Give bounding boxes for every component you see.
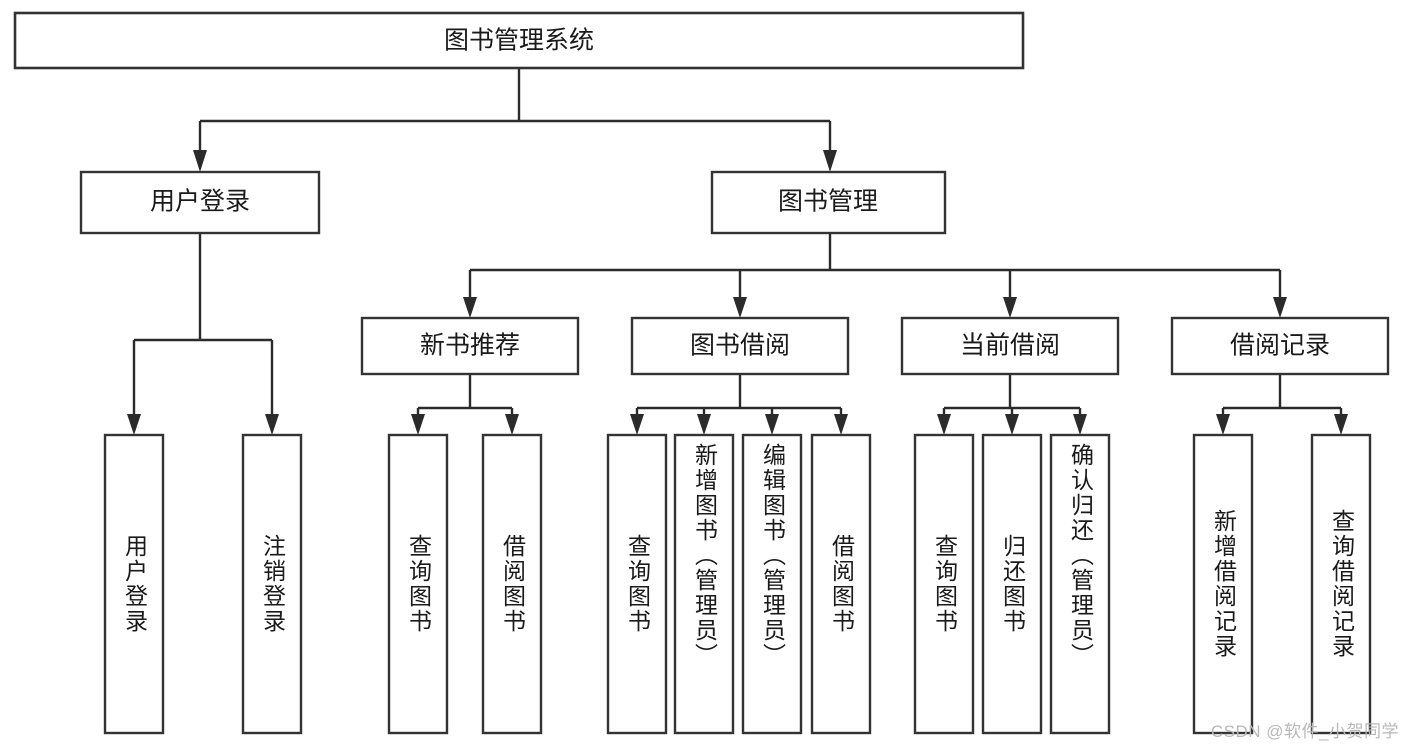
leaf-add-borrow-record-text-area: 新增借阅记录: [1210, 509, 1237, 659]
leaf-add-book-admin-text-area: 新增图书（管理员）: [691, 443, 718, 668]
node-current-borrow-box: [900, 316, 1120, 376]
node-root-label: 图书管理系统: [444, 27, 594, 55]
arrow-head-new-book-recommend: [463, 297, 477, 318]
leaf-query-borrow-record-text-area: 查询借阅记录: [1328, 509, 1355, 659]
leaf-borrow-book-new[interactable]: 借阅图书: [481, 433, 543, 735]
node-root[interactable]: 图书管理系统: [13, 11, 1025, 70]
node-book-management[interactable]: 图书管理: [710, 170, 947, 235]
arrow-head-borrow-record: [1273, 297, 1287, 318]
leaf-borrow-book-text-area: 借阅图书: [828, 534, 855, 634]
leaf-edit-book-admin-label: 编辑图书（管理员）: [759, 443, 786, 668]
arrow-head-leaf-edit-book-admin: [765, 414, 779, 435]
leaf-add-borrow-record[interactable]: 新增借阅记录: [1192, 433, 1254, 735]
arrow-head-leaf-query-book-new: [411, 414, 425, 435]
leaf-query-book-current-text-area: 查询图书: [931, 534, 958, 634]
leaf-add-borrow-record-box: [1192, 433, 1254, 735]
leaf-borrow-book-label: 借阅图书: [828, 534, 855, 634]
leaf-edit-book-admin[interactable]: 编辑图书（管理员）: [741, 433, 803, 735]
leaf-query-book-borrow-text-area: 查询图书: [624, 534, 651, 634]
leaf-user-login-text-area: 用户登录: [121, 534, 148, 634]
node-book-management-box: [710, 170, 947, 235]
node-user-login-box: [79, 170, 321, 235]
leaf-confirm-return-admin-box: [1049, 433, 1111, 735]
arrow-head-leaf-add-book-admin: [697, 414, 711, 435]
arrow-head-leaf-query-borrow-record: [1334, 414, 1348, 435]
leaf-query-book-new-text-area: 查询图书: [405, 534, 432, 634]
leaf-logout-login[interactable]: 注销登录: [241, 433, 303, 735]
leaf-logout-login-box: [241, 433, 303, 735]
leaf-return-book[interactable]: 归还图书: [981, 433, 1043, 735]
leaf-query-book-new[interactable]: 查询图书: [387, 433, 449, 735]
leaf-add-book-admin-box: [673, 433, 735, 735]
leaf-query-book-new-label: 查询图书: [405, 534, 432, 634]
arrow-head-book-borrow: [733, 297, 747, 318]
leaf-query-book-borrow-box: [606, 433, 668, 735]
leaf-query-book-borrow[interactable]: 查询图书: [606, 433, 668, 735]
leaf-edit-book-admin-text-area: 编辑图书（管理员）: [759, 443, 786, 668]
leaf-query-book-current[interactable]: 查询图书: [913, 433, 975, 735]
leaf-borrow-book-box: [810, 433, 872, 735]
leaf-return-book-text-area: 归还图书: [999, 534, 1026, 634]
node-new-book-recommend-label: 新书推荐: [420, 332, 520, 360]
arrow-head-leaf-borrow-book-new: [505, 414, 519, 435]
leaf-borrow-book[interactable]: 借阅图书: [810, 433, 872, 735]
leaf-return-book-label: 归还图书: [999, 534, 1026, 634]
arrow-head-leaf-borrow-book: [834, 414, 848, 435]
node-book-borrow-label: 图书借阅: [690, 332, 790, 360]
leaf-query-borrow-record-label: 查询借阅记录: [1328, 509, 1355, 659]
node-current-borrow[interactable]: 当前借阅: [900, 316, 1120, 376]
leaf-borrow-book-new-box: [481, 433, 543, 735]
connector-layer: [127, 68, 1348, 435]
leaf-confirm-return-admin-text-area: 确认归还（管理员）: [1067, 443, 1094, 668]
leaf-query-book-current-label: 查询图书: [931, 534, 958, 634]
leaf-edit-book-admin-box: [741, 433, 803, 735]
leaf-query-borrow-record-box: [1310, 433, 1372, 735]
leaf-confirm-return-admin[interactable]: 确认归还（管理员）: [1049, 433, 1111, 735]
leaf-user-login-box: [103, 433, 165, 735]
node-root-box: [13, 11, 1025, 70]
arrow-head-leaf-user-login: [127, 414, 141, 435]
arrow-head-current-borrow: [1003, 297, 1017, 318]
leaf-add-book-admin-label: 新增图书（管理员）: [691, 443, 718, 668]
leaf-confirm-return-admin-label: 确认归还（管理员）: [1067, 443, 1094, 668]
node-book-management-label: 图书管理: [778, 188, 878, 216]
arrow-head-leaf-confirm-return-admin: [1073, 414, 1087, 435]
arrow-head-leaf-query-book-current: [937, 414, 951, 435]
node-user-login[interactable]: 用户登录: [79, 170, 321, 235]
node-new-book-recommend-box: [360, 316, 580, 376]
arrow-head-leaf-add-borrow-record: [1216, 414, 1230, 435]
leaf-borrow-book-new-text-area: 借阅图书: [499, 534, 526, 634]
leaf-logout-login-label: 注销登录: [259, 534, 286, 634]
leaf-user-login[interactable]: 用户登录: [103, 433, 165, 735]
node-user-login-label: 用户登录: [150, 188, 250, 216]
arrow-head-leaf-query-book-borrow: [630, 414, 644, 435]
leaf-query-book-borrow-label: 查询图书: [624, 534, 651, 634]
node-current-borrow-label: 当前借阅: [960, 332, 1060, 360]
arrow-head-leaf-logout-login: [265, 414, 279, 435]
node-book-borrow[interactable]: 图书借阅: [630, 316, 850, 376]
leaf-user-login-label: 用户登录: [121, 534, 148, 634]
leaf-query-book-current-box: [913, 433, 975, 735]
node-borrow-record[interactable]: 借阅记录: [1170, 316, 1390, 376]
leaf-query-book-new-box: [387, 433, 449, 735]
node-borrow-record-box: [1170, 316, 1390, 376]
leaf-return-book-box: [981, 433, 1043, 735]
node-borrow-record-label: 借阅记录: [1230, 332, 1330, 360]
arrow-head-user-login: [193, 150, 207, 172]
arrow-head-book-management: [823, 150, 837, 172]
node-new-book-recommend[interactable]: 新书推荐: [360, 316, 580, 376]
leaf-logout-login-text-area: 注销登录: [259, 534, 286, 634]
arrow-head-leaf-return-book: [1005, 414, 1019, 435]
leaf-query-borrow-record[interactable]: 查询借阅记录: [1310, 433, 1372, 735]
leaf-borrow-book-new-label: 借阅图书: [499, 534, 526, 634]
leaf-add-borrow-record-label: 新增借阅记录: [1210, 509, 1237, 659]
leaf-add-book-admin[interactable]: 新增图书（管理员）: [673, 433, 735, 735]
node-book-borrow-box: [630, 316, 850, 376]
